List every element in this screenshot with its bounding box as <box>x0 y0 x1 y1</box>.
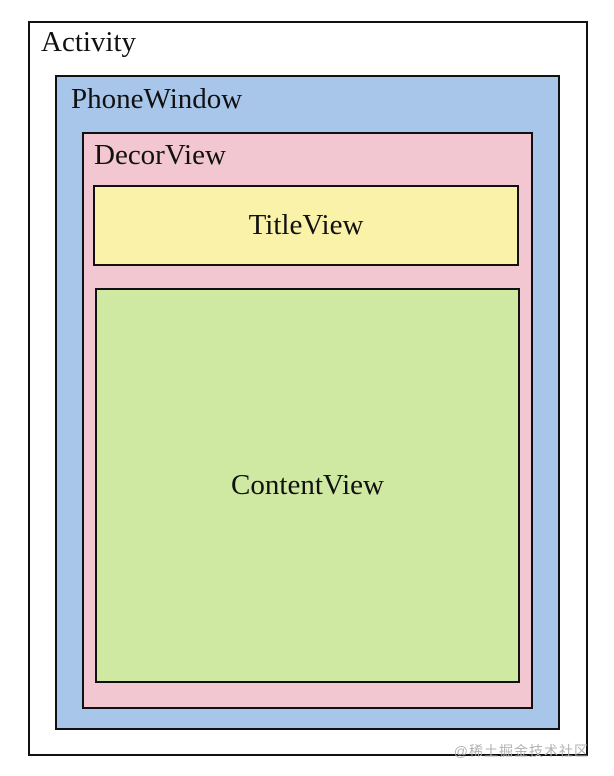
juejin-watermark: @稀土掘金技术社区 <box>453 743 589 759</box>
activity-box: Activity PhoneWindow DecorView TitleView… <box>28 21 588 756</box>
content-view-box: ContentView <box>95 288 520 683</box>
title-view-label: TitleView <box>248 208 364 241</box>
activity-label: Activity <box>41 26 137 58</box>
phone-window-box: PhoneWindow DecorView TitleView ContentV… <box>55 75 560 730</box>
phone-window-label: PhoneWindow <box>71 83 243 115</box>
content-view-label: ContentView <box>231 468 384 501</box>
decor-view-label: DecorView <box>94 139 226 171</box>
decor-view-box: DecorView TitleView ContentView <box>82 132 533 709</box>
title-view-box: TitleView <box>93 185 519 266</box>
